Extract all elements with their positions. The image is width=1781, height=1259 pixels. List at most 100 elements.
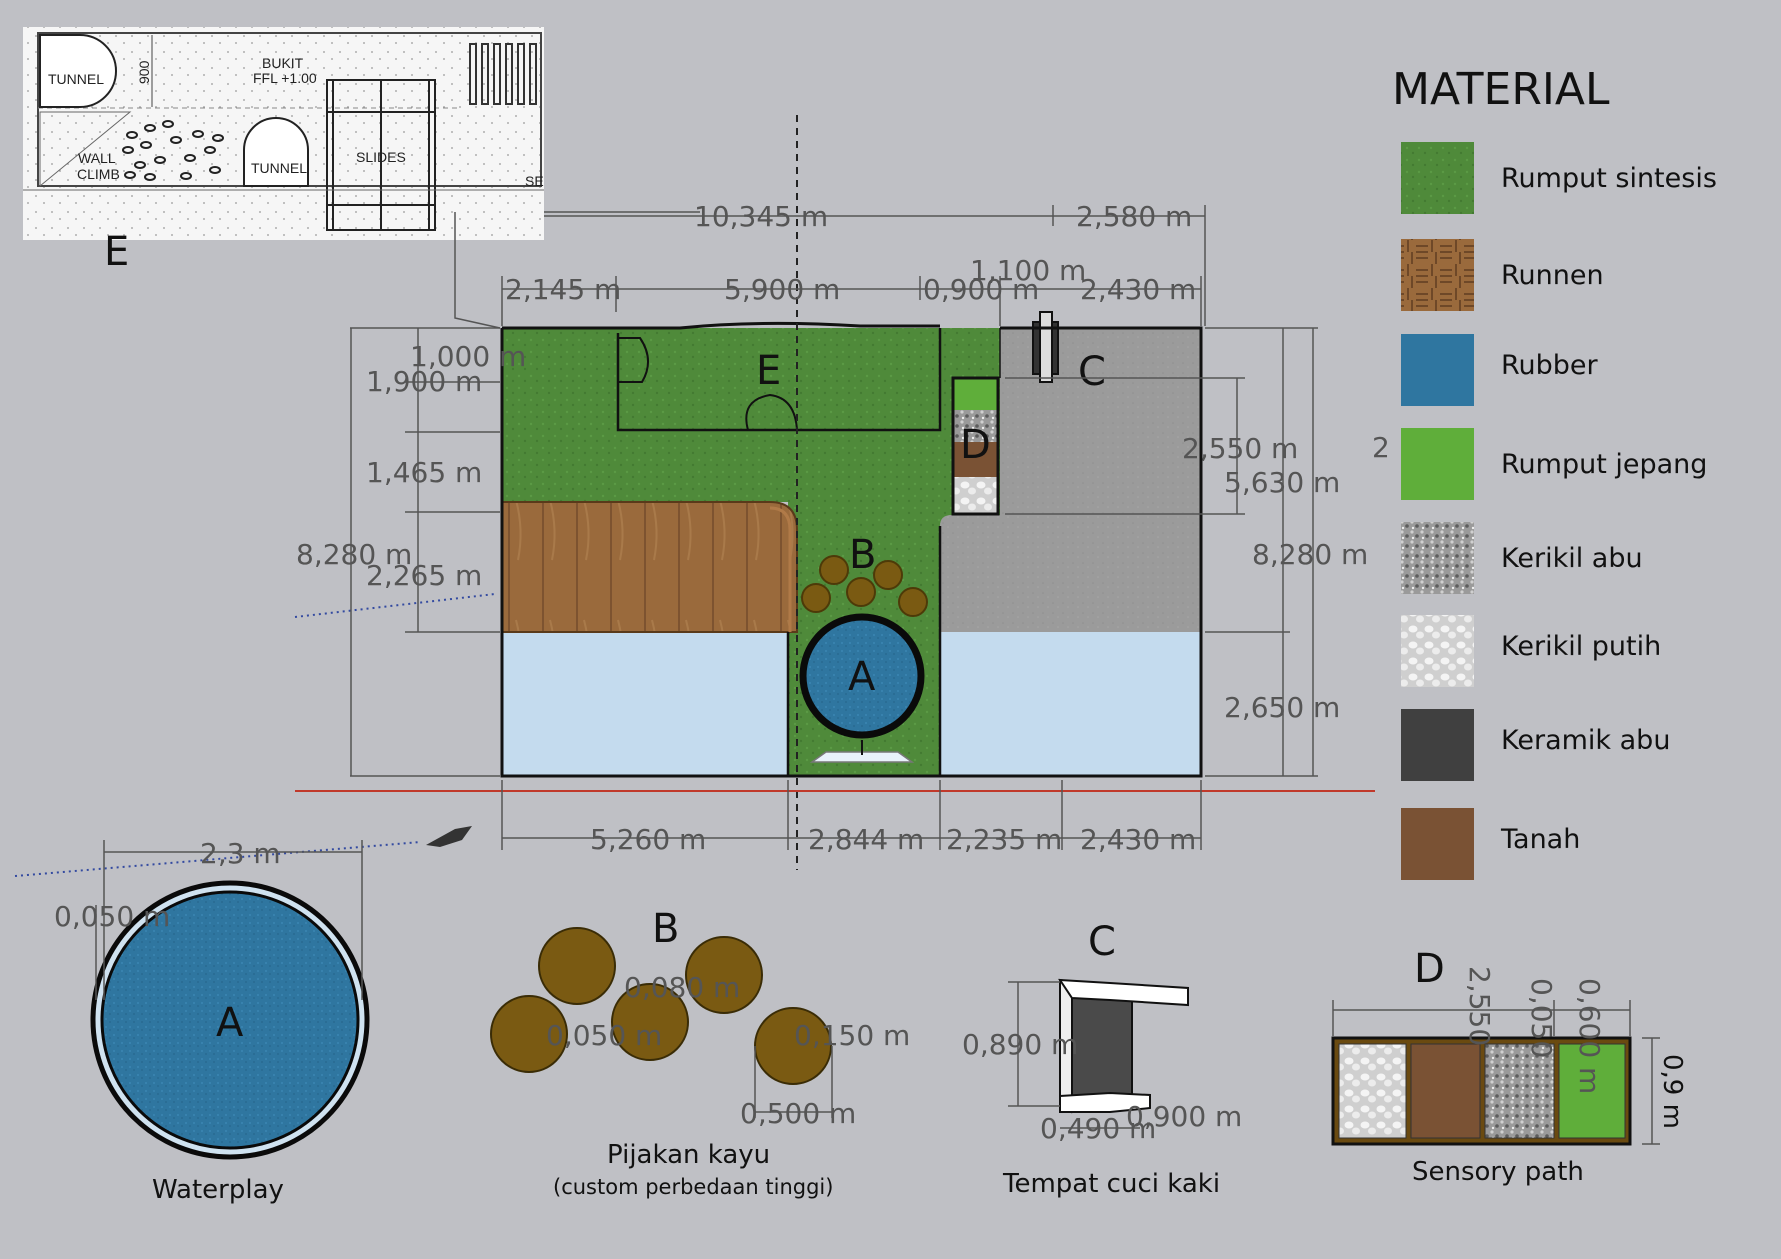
waterplay-dimensions — [95, 840, 363, 1000]
footwash-height: 0,890 m — [962, 1028, 1078, 1061]
dim-bottom-b: 2,844 m — [808, 823, 924, 856]
footwash-depth: 0,490 m — [1040, 1112, 1156, 1145]
stumps-caption: Pijakan kayu — [607, 1140, 770, 1170]
legend-item-label: Rubber — [1501, 350, 1599, 381]
stumps-subcaption: (custom perbedaan tinggi) — [553, 1175, 833, 1199]
legend-item-label: Rumput sintesis — [1501, 163, 1717, 194]
dim-right-2: 5,630 m — [1224, 466, 1340, 499]
sketch-size-label: 900 — [136, 60, 152, 84]
sensory-length: 2,550 — [1463, 966, 1496, 1046]
pebble-swatch-icon — [1401, 615, 1474, 687]
paving-area — [940, 328, 1201, 632]
sketch-wall-label: WALL — [78, 150, 116, 166]
sensory-letter: D — [1414, 946, 1445, 992]
dim-right-total: 8,280 m — [1252, 538, 1368, 571]
zone-e-tunnel-1 — [618, 337, 649, 383]
footwash-drawing — [1058, 978, 1189, 1114]
strip-tanah — [953, 442, 998, 477]
detail-c-footwash: C 0,890 m 0,490 m 0,900 m Tempat cuci ka… — [962, 919, 1242, 1199]
sketch-tunnel-2 — [243, 117, 309, 187]
strip-outline — [951, 376, 1000, 516]
dim-left-4: 2,265 m — [366, 559, 482, 592]
footwash-caption: Tempat cuci kaki — [1002, 1169, 1220, 1199]
footwash-dimensions — [1008, 981, 1140, 1129]
dimension-labels: 10,345 m 2,580 m 1,100 m 2,145 m 5,900 m… — [296, 200, 1390, 856]
dim-top-d: 2,430 m — [1080, 273, 1196, 306]
dim-top-right: 2,580 m — [1076, 200, 1192, 233]
stump-dimensions — [754, 1046, 833, 1118]
dim-top-total: 10,345 m — [694, 200, 828, 233]
material-legend: MATERIAL Rumput sintesis Runnen Rubber R… — [1392, 64, 1717, 880]
dim-top-c: 0,900 m — [923, 273, 1039, 306]
water-zone-right — [940, 632, 1201, 776]
strip-rumput-jepang — [953, 378, 998, 410]
zone-b-stumps — [801, 555, 928, 617]
zone-a-label: A — [848, 654, 876, 700]
detail-b-stumps: B 0,080 m 0,050 m 0,150 m 0,500 m Pijaka… — [490, 906, 910, 1199]
stump-dim-1: 0,080 m — [624, 971, 740, 1004]
waterplay-edge: 0,050 m — [54, 900, 170, 933]
sketch-letter: E — [104, 229, 129, 275]
zone-c-label: C — [1078, 349, 1106, 395]
dim-top-a: 2,145 m — [505, 273, 621, 306]
waterplay-basin — [100, 890, 360, 1150]
wood-deck-swatch-icon — [1401, 239, 1474, 311]
runnen-deck — [501, 501, 798, 633]
legend-item-label: Kerikil abu — [1501, 543, 1643, 574]
pool-step — [809, 751, 915, 763]
legend-item-label: Kerikil putih — [1501, 631, 1661, 662]
sensory-caption: Sensory path — [1412, 1157, 1584, 1187]
waterplay-diameter: 2,3 m — [200, 837, 281, 870]
stumps-letter: B — [652, 906, 679, 952]
zone-e-label: E — [756, 348, 781, 394]
plan-outline — [500, 326, 1203, 778]
waterplay-letter: A — [216, 1000, 244, 1046]
sketch-ffl-label: FFL +1.00 — [253, 70, 317, 86]
sketch-tunnel-1 — [39, 34, 117, 108]
water-zone-left — [502, 632, 788, 776]
zone-a-pool — [799, 613, 925, 739]
stump-dim-2: 0,050 m — [546, 1019, 662, 1052]
rubber-swatch-icon — [1401, 334, 1474, 406]
dim-right-1: 2,550 m — [1182, 432, 1298, 465]
waterplay-caption: Waterplay — [152, 1175, 284, 1205]
sketch-slides-label: SLIDES — [356, 149, 406, 165]
stump-dim-3: 0,150 m — [794, 1019, 910, 1052]
deck-edge — [769, 506, 792, 632]
zone-e-tunnel-2 — [745, 393, 798, 431]
stump-circles — [490, 927, 832, 1085]
soil-swatch-icon — [1401, 808, 1474, 880]
sketch-slope — [39, 111, 132, 188]
sketch-climb-label: CLIMB — [77, 166, 120, 182]
leader-e — [454, 212, 501, 329]
dim-stray: 2 — [1372, 431, 1390, 464]
plan-top-edge — [502, 321, 940, 330]
detail-d-sensory: D 2,550 0,050 0,600 m 0,9 m Sensory path — [1331, 946, 1687, 1187]
sketch-stair-lines — [469, 43, 537, 105]
sketch-climbing-holds — [122, 120, 224, 181]
legend-item-label: Tanah — [1500, 824, 1580, 855]
legend-item-label: Rumput jepang — [1501, 449, 1707, 480]
sketch-tunnel-1-label: TUNNEL — [48, 71, 104, 87]
dim-bottom-a: 5,260 m — [590, 823, 706, 856]
detail-a-waterplay: 2,3 m 0,050 m A Waterplay — [54, 837, 370, 1205]
sensory-tiles — [1331, 1036, 1632, 1146]
zone-b-label: B — [849, 532, 876, 578]
dim-top-b: 5,900 m — [724, 273, 840, 306]
sketch-tunnel-2-label: TUNNEL — [251, 160, 307, 176]
main-plan: E D C B A — [14, 115, 1375, 877]
sensory-thickness: 0,9 m — [1657, 1054, 1687, 1129]
legend-item-label: Keramik abu — [1501, 725, 1670, 756]
legend-item-label: Runnen — [1501, 260, 1604, 291]
dimension-lines — [350, 205, 1318, 850]
leader-dotted-2 — [14, 841, 421, 877]
sketch-cut-label: SE — [525, 173, 544, 189]
sketch-e: TUNNEL 900 BUKIT FFL +1.00 WALL CLIMB TU… — [23, 27, 544, 275]
footwash-letter: C — [1088, 919, 1116, 965]
sketch-bukit-label: BUKIT — [262, 55, 304, 71]
sketch-slides — [326, 79, 436, 231]
legend-title: MATERIAL — [1392, 64, 1610, 115]
dim-left-1: 1,000 m — [410, 340, 526, 373]
ceramic-swatch-icon — [1401, 709, 1474, 781]
